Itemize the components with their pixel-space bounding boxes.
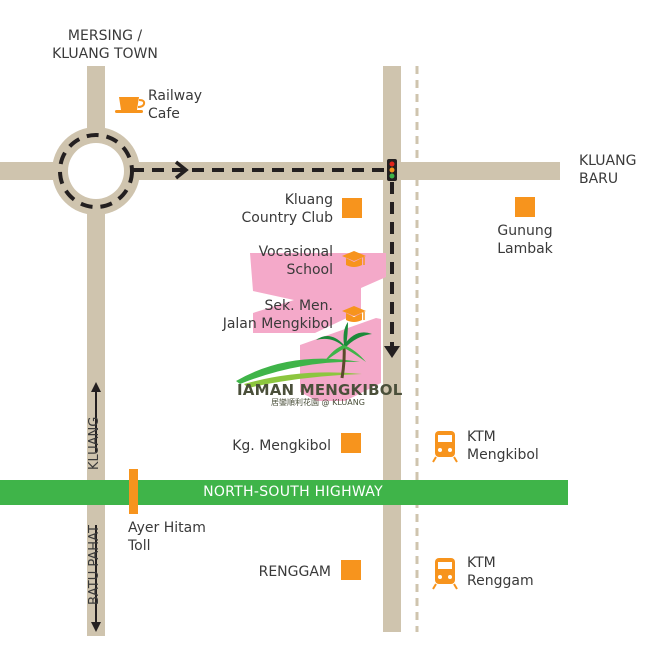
landmark-markers bbox=[341, 197, 535, 580]
label-kluang-baru: KLUANG BARU bbox=[579, 153, 637, 187]
label-kluang-country-club: Kluang Country Club bbox=[241, 192, 334, 226]
train-icon bbox=[432, 558, 458, 590]
label-batu-pahat: BATU PAHAT bbox=[87, 525, 102, 605]
palm-tree-icon bbox=[236, 322, 372, 388]
label-railway-cafe: Railway Cafe bbox=[148, 88, 203, 122]
label-sek-men-jalan-mengkibol: Sek. Men. Jalan Mengkibol bbox=[222, 298, 333, 332]
label-kluang-road: KLUANG bbox=[87, 416, 102, 470]
route-path bbox=[58, 133, 394, 348]
renggam-marker bbox=[341, 560, 361, 580]
south-arrow-icon bbox=[91, 525, 101, 632]
road-network bbox=[0, 66, 560, 636]
highway-label: NORTH-SOUTH HIGHWAY bbox=[203, 484, 383, 500]
route-arrow-right-icon bbox=[174, 160, 189, 180]
logo-title: IAMAN MENGKIBOL bbox=[237, 381, 403, 399]
label-renggam: RENGGAM bbox=[258, 564, 331, 580]
ayer-hitam-toll-marker bbox=[129, 469, 138, 514]
kluang-country-club-marker bbox=[342, 198, 362, 218]
coffee-cup-icon bbox=[115, 97, 146, 113]
label-mersing-kluang-town: MERSING / KLUANG TOWN bbox=[52, 28, 158, 62]
traffic-light-icon bbox=[387, 159, 397, 181]
label-kg-mengkibol: Kg. Mengkibol bbox=[232, 438, 331, 454]
graduation-cap-icon bbox=[342, 251, 366, 267]
kg-mengkibol-marker bbox=[341, 433, 361, 453]
logo-subtitle: 居鑾順利花園 @ KLUANG bbox=[271, 398, 365, 407]
north-arrow-icon bbox=[91, 382, 101, 452]
label-gunung-lambak: Gunung Lambak bbox=[497, 223, 553, 257]
roundabout-center bbox=[68, 143, 124, 199]
label-ktm-mengkibol: KTM Mengkibol bbox=[467, 429, 539, 463]
train-icon bbox=[432, 431, 458, 463]
gunung-lambak-marker bbox=[515, 197, 535, 217]
route-arrow-down-icon bbox=[384, 346, 400, 358]
label-vocational-school: Vocasional School bbox=[258, 244, 333, 278]
label-ktm-renggam: KTM Renggam bbox=[467, 555, 534, 589]
north-south-highway bbox=[0, 480, 568, 505]
graduation-cap-icon bbox=[342, 306, 366, 322]
label-ayer-hitam-toll: Ayer Hitam Toll bbox=[128, 520, 206, 554]
